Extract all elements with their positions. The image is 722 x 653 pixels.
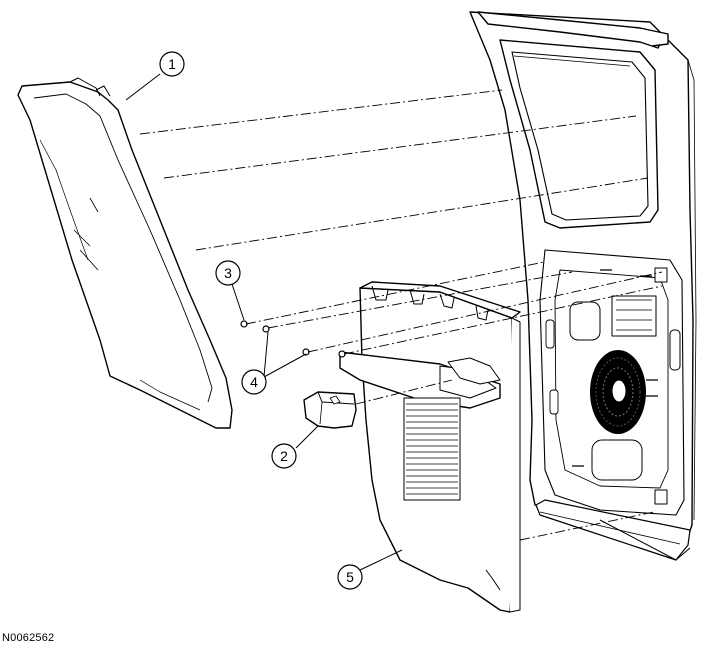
speaker-grille bbox=[406, 403, 458, 495]
screw-item-4a bbox=[262, 325, 270, 333]
svg-text:3: 3 bbox=[224, 265, 232, 281]
callout-1: 1 bbox=[159, 51, 185, 77]
lower-trim-panel bbox=[339, 281, 521, 613]
alignment-lines bbox=[139, 89, 663, 541]
callout-3: 3 bbox=[215, 260, 241, 286]
callout-leaders bbox=[125, 73, 403, 571]
svg-text:2: 2 bbox=[280, 448, 288, 464]
callout-4: 4 bbox=[241, 369, 267, 395]
callout-5: 5 bbox=[337, 564, 363, 590]
svg-text:5: 5 bbox=[346, 569, 354, 585]
callout-2: 2 bbox=[271, 443, 297, 469]
svg-text:1: 1 bbox=[168, 56, 176, 72]
figure-id-label: N0062562 bbox=[2, 632, 55, 644]
door-speaker bbox=[590, 350, 646, 434]
pocket-insert bbox=[303, 391, 357, 429]
upper-trim-panel bbox=[17, 77, 233, 429]
screws bbox=[240, 320, 346, 358]
svg-text:4: 4 bbox=[250, 374, 258, 390]
